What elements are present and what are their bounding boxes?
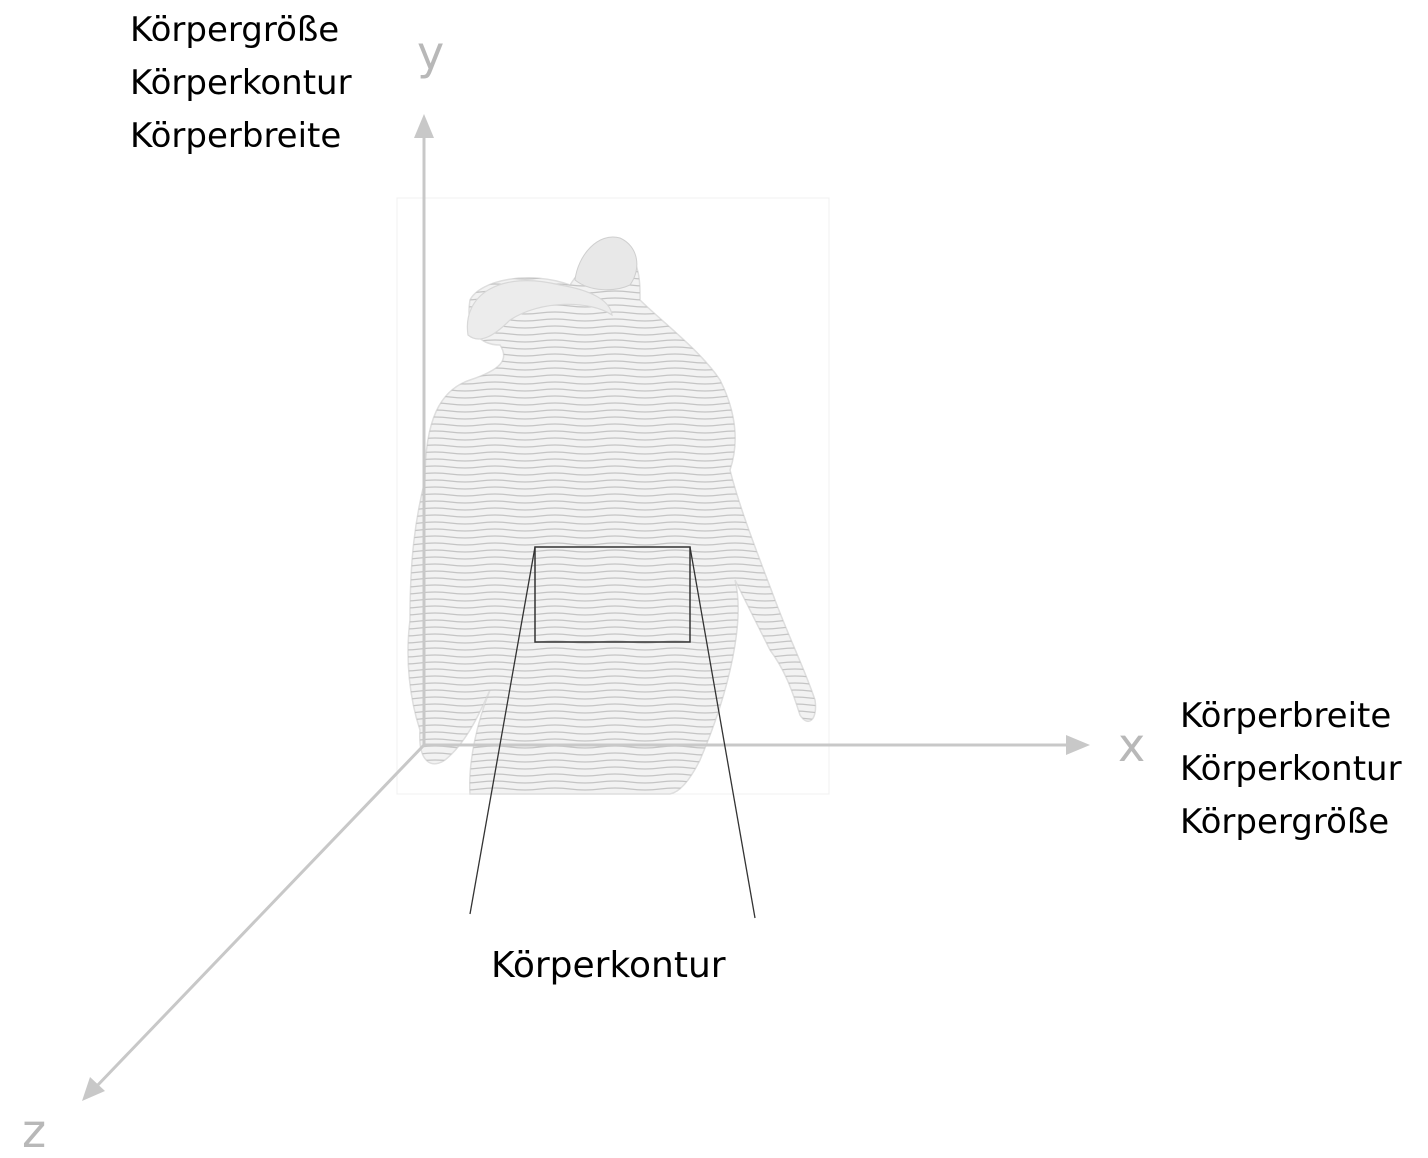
- x-axis-arrowhead: [1066, 735, 1090, 755]
- z-axis: [95, 745, 424, 1088]
- body-sculpture-image: [397, 237, 829, 800]
- y-axis-label: Körperkontur: [130, 57, 352, 110]
- y-axis-label: Körperbreite: [130, 110, 352, 163]
- detail-label: Körperkontur: [491, 940, 726, 992]
- x-axis-label: Körperbreite: [1180, 690, 1402, 743]
- x-axis-labels: Körperbreite Körperkontur Körpergröße: [1180, 690, 1402, 849]
- x-axis-label: Körperkontur: [1180, 743, 1402, 796]
- x-axis-label: Körpergröße: [1180, 796, 1402, 849]
- y-axis-arrowhead: [414, 114, 434, 138]
- y-axis-letter: y: [417, 30, 444, 76]
- y-axis-labels: Körpergröße Körperkontur Körperbreite: [130, 4, 352, 163]
- body-slice-lines: [397, 240, 829, 800]
- x-axis-letter: x: [1118, 722, 1145, 768]
- z-axis-letter: z: [22, 1108, 46, 1154]
- hair-tuft: [575, 237, 637, 290]
- y-axis-label: Körpergröße: [130, 4, 352, 57]
